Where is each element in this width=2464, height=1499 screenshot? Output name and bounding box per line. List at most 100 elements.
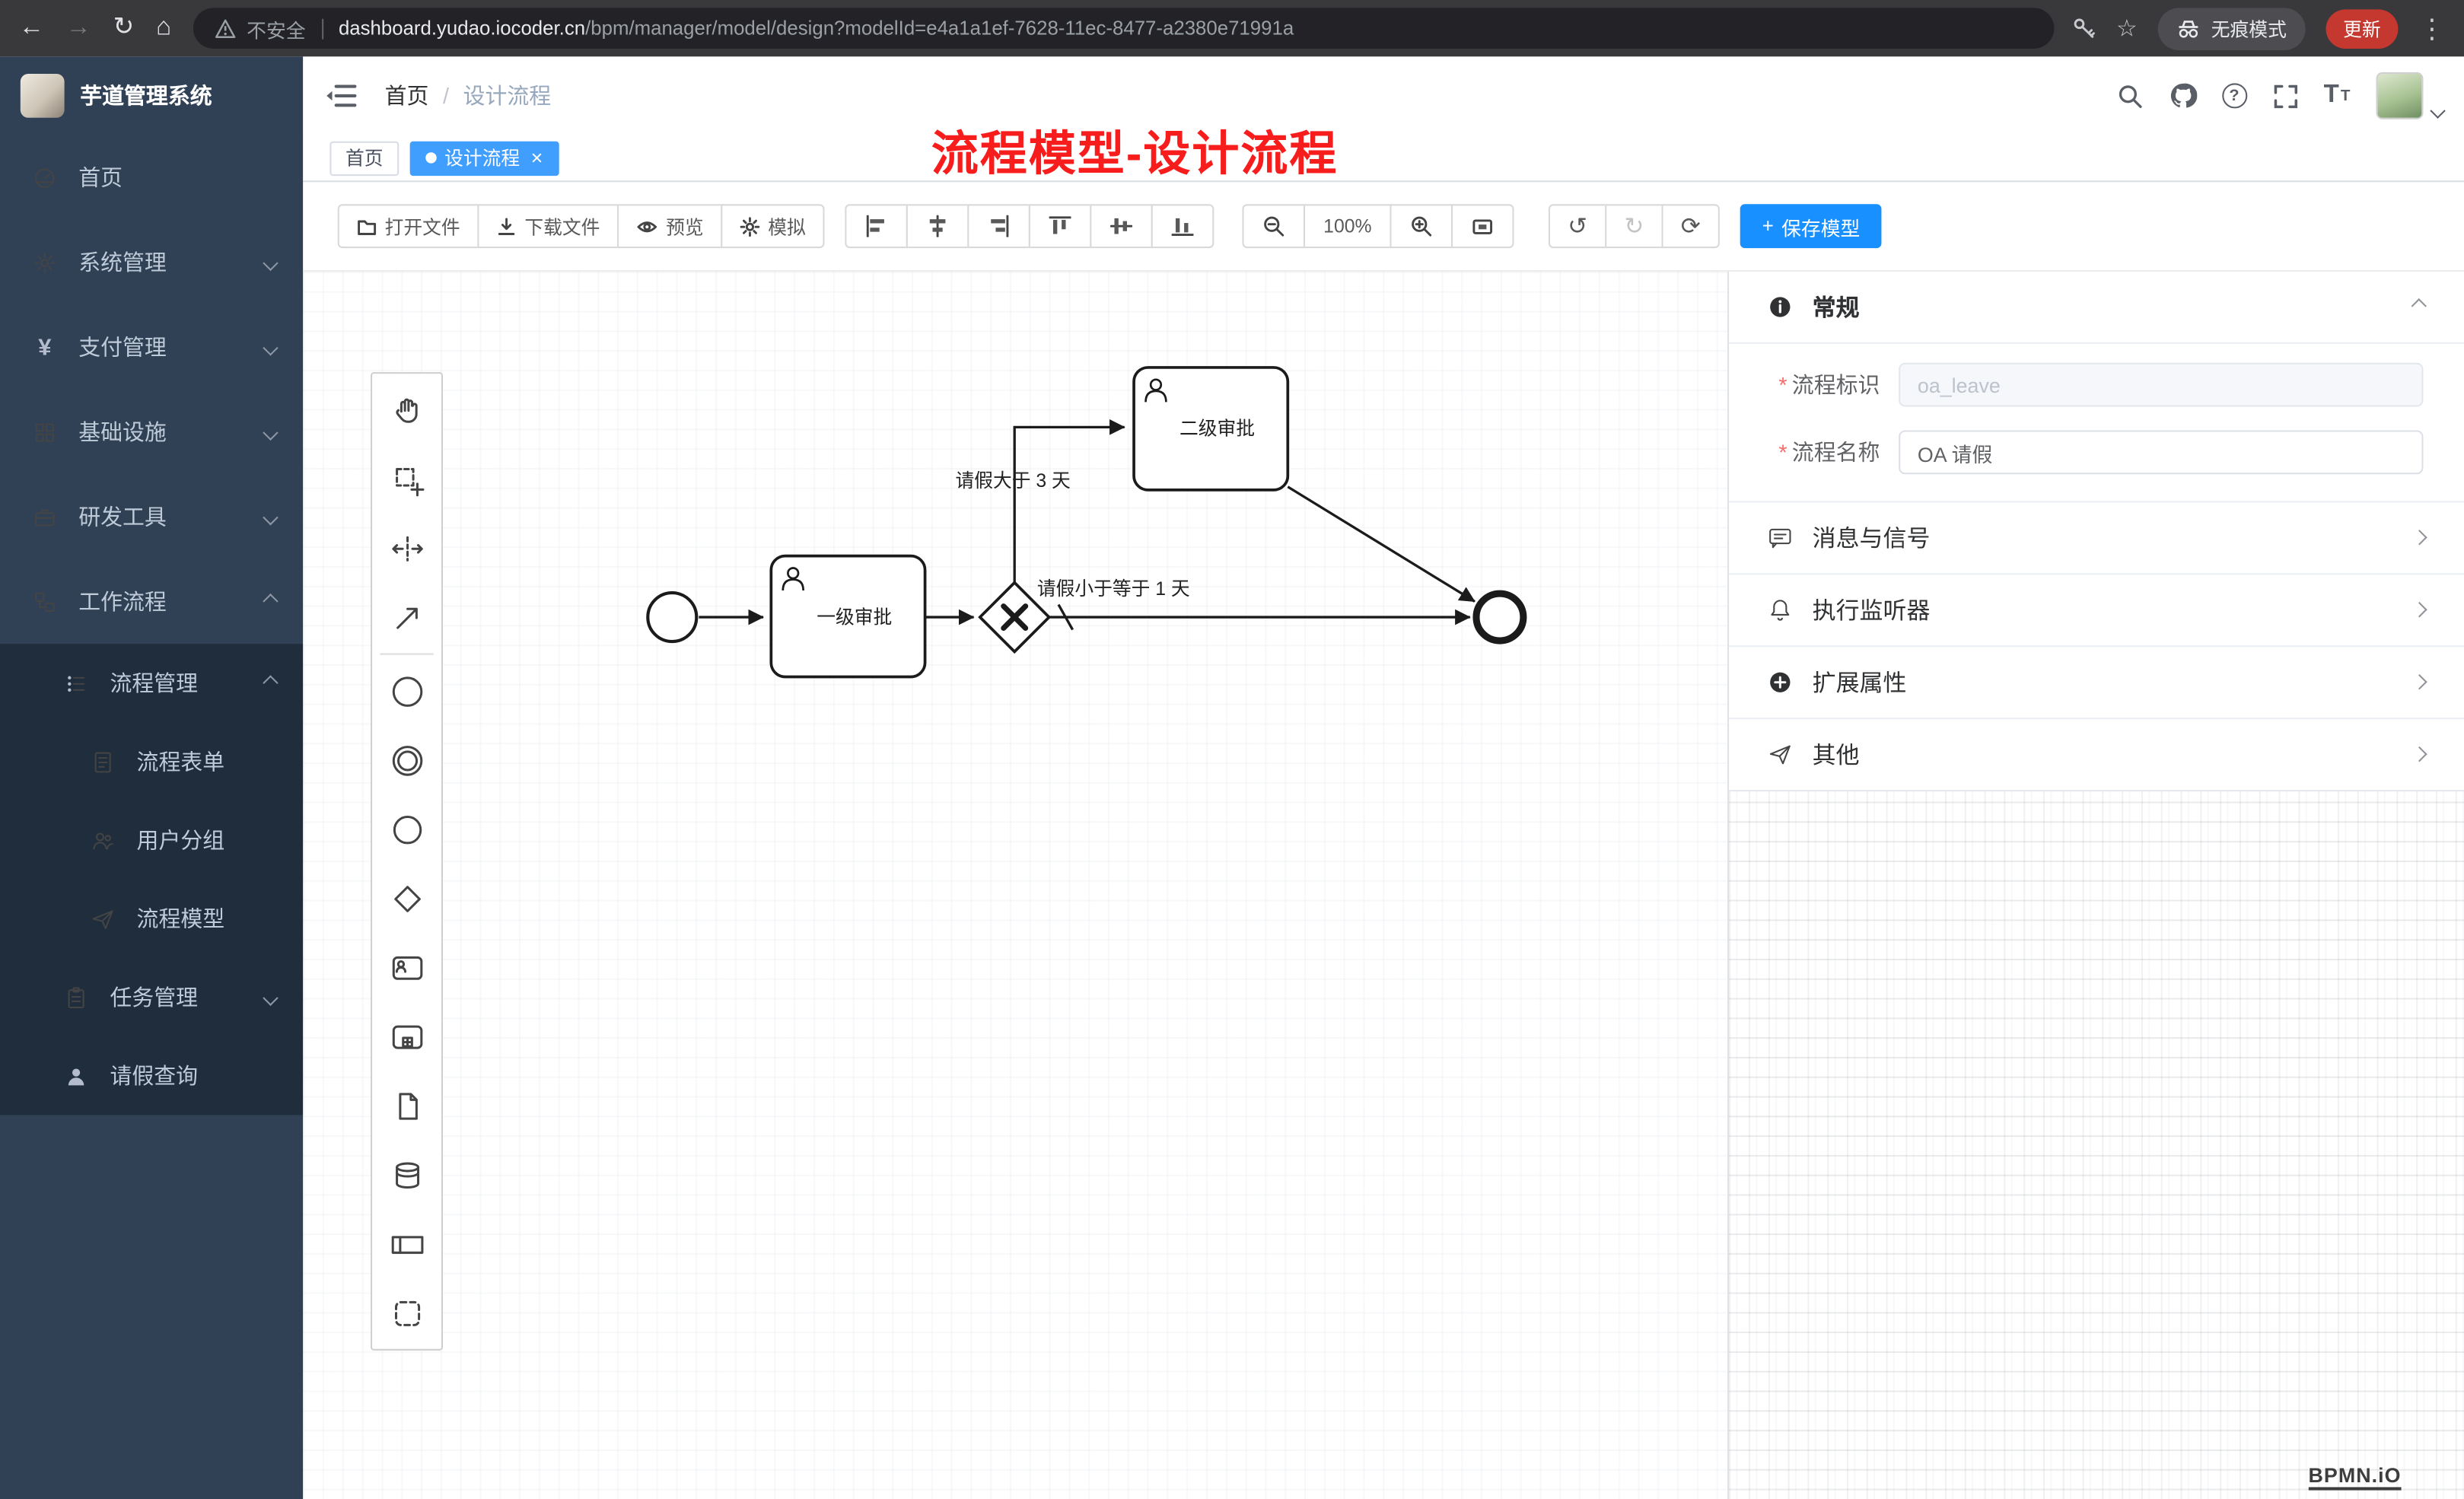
chevron-down-icon xyxy=(262,339,277,355)
sidebar-item-home[interactable]: 首页 xyxy=(0,135,303,219)
sequence-flow-gt3[interactable] xyxy=(1013,419,1125,583)
zoom-out-button[interactable] xyxy=(1242,204,1306,249)
section-extended-attributes[interactable]: 扩展属性 xyxy=(1729,645,2464,718)
align-center-button[interactable] xyxy=(906,204,969,249)
browser-menu-icon[interactable]: ⋮ xyxy=(2418,13,2446,43)
restart-button[interactable]: ⟳ xyxy=(1661,204,1720,249)
flow-label-gt3[interactable]: 请假大于 3 天 xyxy=(956,470,1071,492)
align-left-button[interactable] xyxy=(845,204,909,249)
process-key-input[interactable] xyxy=(1899,362,2424,407)
section-label: 其他 xyxy=(1812,743,1860,770)
sidebar-item-process-mgmt[interactable]: 流程管理 xyxy=(0,644,303,722)
sidebar-item-user-group[interactable]: 用户分组 xyxy=(0,801,303,880)
password-key-icon[interactable] xyxy=(2071,16,2096,41)
zoom-in-button[interactable] xyxy=(1390,204,1453,249)
app-logo-row[interactable]: 芋道管理系统 xyxy=(0,56,303,135)
process-name-input[interactable] xyxy=(1899,430,2424,475)
align-middle-button[interactable] xyxy=(1090,204,1153,249)
palette-lasso-tool[interactable] xyxy=(372,444,441,514)
update-button[interactable]: 更新 xyxy=(2326,8,2399,48)
search-icon[interactable] xyxy=(2116,82,2143,109)
palette-data-store[interactable] xyxy=(372,1140,441,1209)
palette-group[interactable] xyxy=(372,1278,441,1348)
fullscreen-icon[interactable] xyxy=(2272,82,2299,109)
section-general[interactable]: 常规 xyxy=(1729,272,2464,344)
sidebar-item-devtools[interactable]: 研发工具 xyxy=(0,474,303,559)
sidebar-item-leave-query[interactable]: 请假查询 xyxy=(0,1036,303,1115)
user-avatar-menu[interactable] xyxy=(2375,72,2444,119)
app-title: 芋道管理系统 xyxy=(80,83,212,109)
incognito-chip[interactable]: 无痕模式 xyxy=(2157,7,2306,50)
back-icon[interactable]: ← xyxy=(18,14,44,41)
chevron-right-icon xyxy=(2411,530,2426,546)
bookmark-star-icon[interactable]: ☆ xyxy=(2116,14,2138,42)
redo-button[interactable]: ↻ xyxy=(1605,204,1663,249)
end-event[interactable] xyxy=(1472,590,1527,644)
paper-plane-icon xyxy=(1769,745,1791,765)
section-execution-listener[interactable]: 执行监听器 xyxy=(1729,573,2464,646)
open-file-button[interactable]: 打开文件 xyxy=(337,204,479,249)
fit-screen-icon xyxy=(1472,218,1493,234)
forward-icon[interactable]: → xyxy=(65,14,91,41)
palette-participant[interactable] xyxy=(372,1209,441,1278)
palette-gateway[interactable] xyxy=(372,864,441,933)
palette-separator xyxy=(380,653,434,655)
align-top-button[interactable] xyxy=(1028,204,1092,249)
task-label: 一级审批 xyxy=(817,606,892,628)
section-message-signal[interactable]: 消息与信号 xyxy=(1729,501,2464,574)
annotation-title: 流程模型-设计流程 xyxy=(931,129,1339,181)
file-button-group: 打开文件 下载文件 预览 模拟 xyxy=(337,204,825,249)
tab-design-process[interactable]: 设计流程 × xyxy=(409,140,559,176)
section-label: 常规 xyxy=(1812,294,1860,323)
github-icon[interactable] xyxy=(2168,81,2197,110)
sidebar-item-task-mgmt[interactable]: 任务管理 xyxy=(0,958,303,1036)
user-task-level1[interactable]: 一级审批 xyxy=(769,554,927,679)
close-icon[interactable]: × xyxy=(530,145,543,170)
home-icon[interactable]: ⌂ xyxy=(156,14,172,41)
sidebar-item-payment[interactable]: ¥ 支付管理 xyxy=(0,304,303,389)
chevron-right-icon xyxy=(2411,603,2426,618)
properties-panel: 常规 *流程标识 *流程名称 xyxy=(1727,272,2464,1499)
sidebar-item-system[interactable]: 系统管理 xyxy=(0,220,303,304)
download-file-button[interactable]: 下载文件 xyxy=(477,204,619,249)
section-other[interactable]: 其他 xyxy=(1729,718,2464,791)
palette-end-event[interactable] xyxy=(372,794,441,864)
breadcrumb-home[interactable]: 首页 xyxy=(384,83,429,109)
sequence-flow-task2-to-end[interactable] xyxy=(1287,485,1476,603)
palette-connect-tool[interactable] xyxy=(372,583,441,652)
sidebar-item-label: 工作流程 xyxy=(78,588,167,614)
sidebar-collapse-icon[interactable] xyxy=(325,81,357,110)
sidebar-item-label: 基础设施 xyxy=(78,419,167,445)
sidebar-item-process-model[interactable]: 流程模型 xyxy=(0,880,303,958)
bpmn-io-watermark[interactable]: BPMN.iO xyxy=(2308,1462,2402,1490)
address-bar[interactable]: 不安全 dashboard.yudao.iocoder.cn/bpm/manag… xyxy=(193,8,2055,49)
palette-space-tool[interactable] xyxy=(372,514,441,583)
save-model-button[interactable]: + 保存模型 xyxy=(1740,204,1883,249)
sidebar-item-workflow[interactable]: 工作流程 xyxy=(0,559,303,644)
palette-user-task[interactable] xyxy=(372,933,441,1002)
align-bottom-button[interactable] xyxy=(1151,204,1214,249)
help-icon[interactable]: ? xyxy=(2221,83,2247,109)
palette-start-event[interactable] xyxy=(372,657,441,726)
sidebar-item-infra[interactable]: 基础设施 xyxy=(0,390,303,474)
flow-label-le1[interactable]: 请假小于等于 1 天 xyxy=(1037,578,1190,600)
general-fields: *流程标识 *流程名称 xyxy=(1729,343,2464,501)
palette-hand-tool[interactable] xyxy=(372,375,441,444)
zoom-reset-button[interactable] xyxy=(1451,204,1514,249)
reload-icon[interactable]: ↻ xyxy=(113,14,135,41)
palette-subprocess[interactable] xyxy=(372,1002,441,1071)
palette-data-object[interactable] xyxy=(372,1071,441,1141)
tab-home[interactable]: 首页 xyxy=(329,140,400,176)
undo-button[interactable]: ↺ xyxy=(1549,204,1607,249)
align-right-button[interactable] xyxy=(967,204,1030,249)
browser-right-controls: ☆ 无痕模式 更新 ⋮ xyxy=(2071,7,2464,50)
simulate-button[interactable]: 模拟 xyxy=(721,204,825,249)
palette-intermediate-event[interactable] xyxy=(372,725,441,794)
start-event[interactable] xyxy=(646,591,699,644)
preview-button[interactable]: 预览 xyxy=(617,204,723,249)
user-task-level2[interactable]: 二级审批 xyxy=(1132,366,1290,492)
sidebar-item-process-form[interactable]: 流程表单 xyxy=(0,722,303,800)
bpmn-canvas[interactable]: 一级审批 请假大于 3 天 二级审批 xyxy=(303,269,2464,1499)
